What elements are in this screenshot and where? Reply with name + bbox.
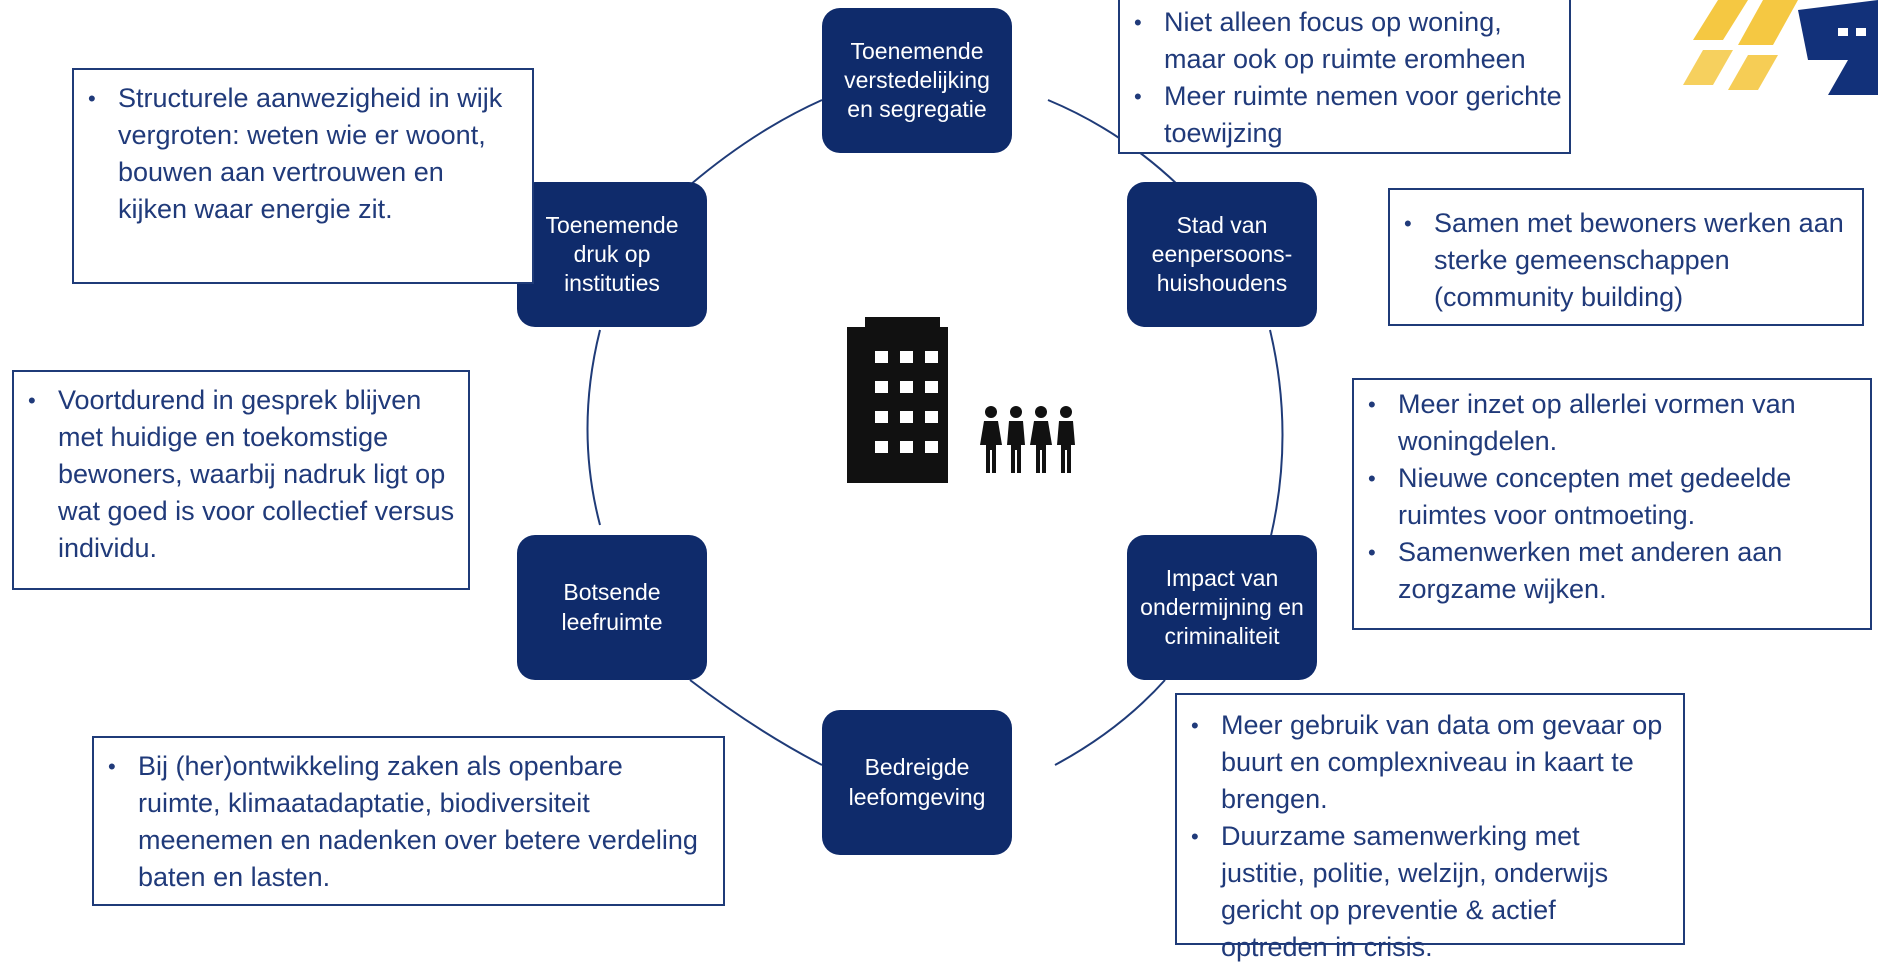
arc-2 bbox=[1269, 329, 1284, 541]
cycle-ring bbox=[586, 99, 1284, 766]
box-left-middle: Voortdurend in gesprek blijven met huidi… bbox=[12, 370, 470, 590]
bullet-item: Voortdurend in gesprek blijven met huidi… bbox=[14, 382, 456, 567]
corner-logo-graphic bbox=[1683, 0, 1878, 95]
node-label: Toenemende druk op instituties bbox=[545, 211, 679, 297]
arc-3 bbox=[1054, 679, 1166, 766]
box-bottom-left: Bij (her)ontwikkeling zaken als openbare… bbox=[92, 736, 725, 906]
box-top-left: Structurele aanwezigheid in wijk vergrot… bbox=[72, 68, 534, 284]
bullet-item: Nieuwe concepten met gedeelde ruimtes vo… bbox=[1354, 460, 1860, 534]
node-druk-op-instituties: Toenemende druk op instituties bbox=[517, 182, 707, 327]
bullet-item: Duurzame samenwerking met justitie, poli… bbox=[1177, 818, 1665, 966]
node-label: Toenemende verstedelijking en segregatie bbox=[844, 37, 990, 123]
bullet-item: Structurele aanwezigheid in wijk vergrot… bbox=[74, 80, 518, 228]
node-verstedelijking: Toenemende verstedelijking en segregatie bbox=[822, 8, 1012, 153]
arc-5 bbox=[586, 329, 601, 526]
node-label: Impact van ondermijning en criminaliteit bbox=[1140, 564, 1304, 650]
box-right-upper: Samen met bewoners werken aan sterke gem… bbox=[1388, 188, 1864, 326]
arc-1 bbox=[1047, 99, 1179, 186]
people-group-icon bbox=[980, 406, 1075, 473]
arc-4 bbox=[689, 679, 823, 766]
bullet-item: Meer inzet op allerlei vormen van woning… bbox=[1354, 386, 1860, 460]
bullet-item: Samenwerken met anderen aan zorgzame wij… bbox=[1354, 534, 1860, 608]
node-label: Bedreigde leefomgeving bbox=[848, 754, 986, 810]
node-label: Stad van eenpersoons- huishoudens bbox=[1151, 211, 1293, 297]
bullet-item: Meer ruimte nemen voor gerichte toewijzi… bbox=[1120, 78, 1569, 152]
box-right-middle: Meer inzet op allerlei vormen van woning… bbox=[1352, 378, 1872, 630]
bullet-item: Samen met bewoners werken aan sterke gem… bbox=[1390, 205, 1852, 316]
bullet-item: Niet alleen focus op woning, maar ook op… bbox=[1120, 4, 1569, 78]
node-botsende-leefruimte: Botsende leefruimte bbox=[517, 535, 707, 680]
building-icon bbox=[847, 317, 948, 483]
node-label: Botsende leefruimte bbox=[561, 579, 663, 635]
bullet-item: Bij (her)ontwikkeling zaken als openbare… bbox=[94, 748, 711, 896]
box-top-right: Niet alleen focus op woning, maar ook op… bbox=[1118, 0, 1571, 154]
bullet-item: Meer gebruik van data om gevaar op buurt… bbox=[1177, 707, 1665, 818]
node-eenpersoonshuishoudens: Stad van eenpersoons- huishoudens bbox=[1127, 182, 1317, 327]
arc-6 bbox=[689, 99, 823, 186]
node-leefomgeving: Bedreigde leefomgeving bbox=[822, 710, 1012, 855]
node-ondermijning: Impact van ondermijning en criminaliteit bbox=[1127, 535, 1317, 680]
box-bottom-right: Meer gebruik van data om gevaar op buurt… bbox=[1175, 693, 1685, 962]
